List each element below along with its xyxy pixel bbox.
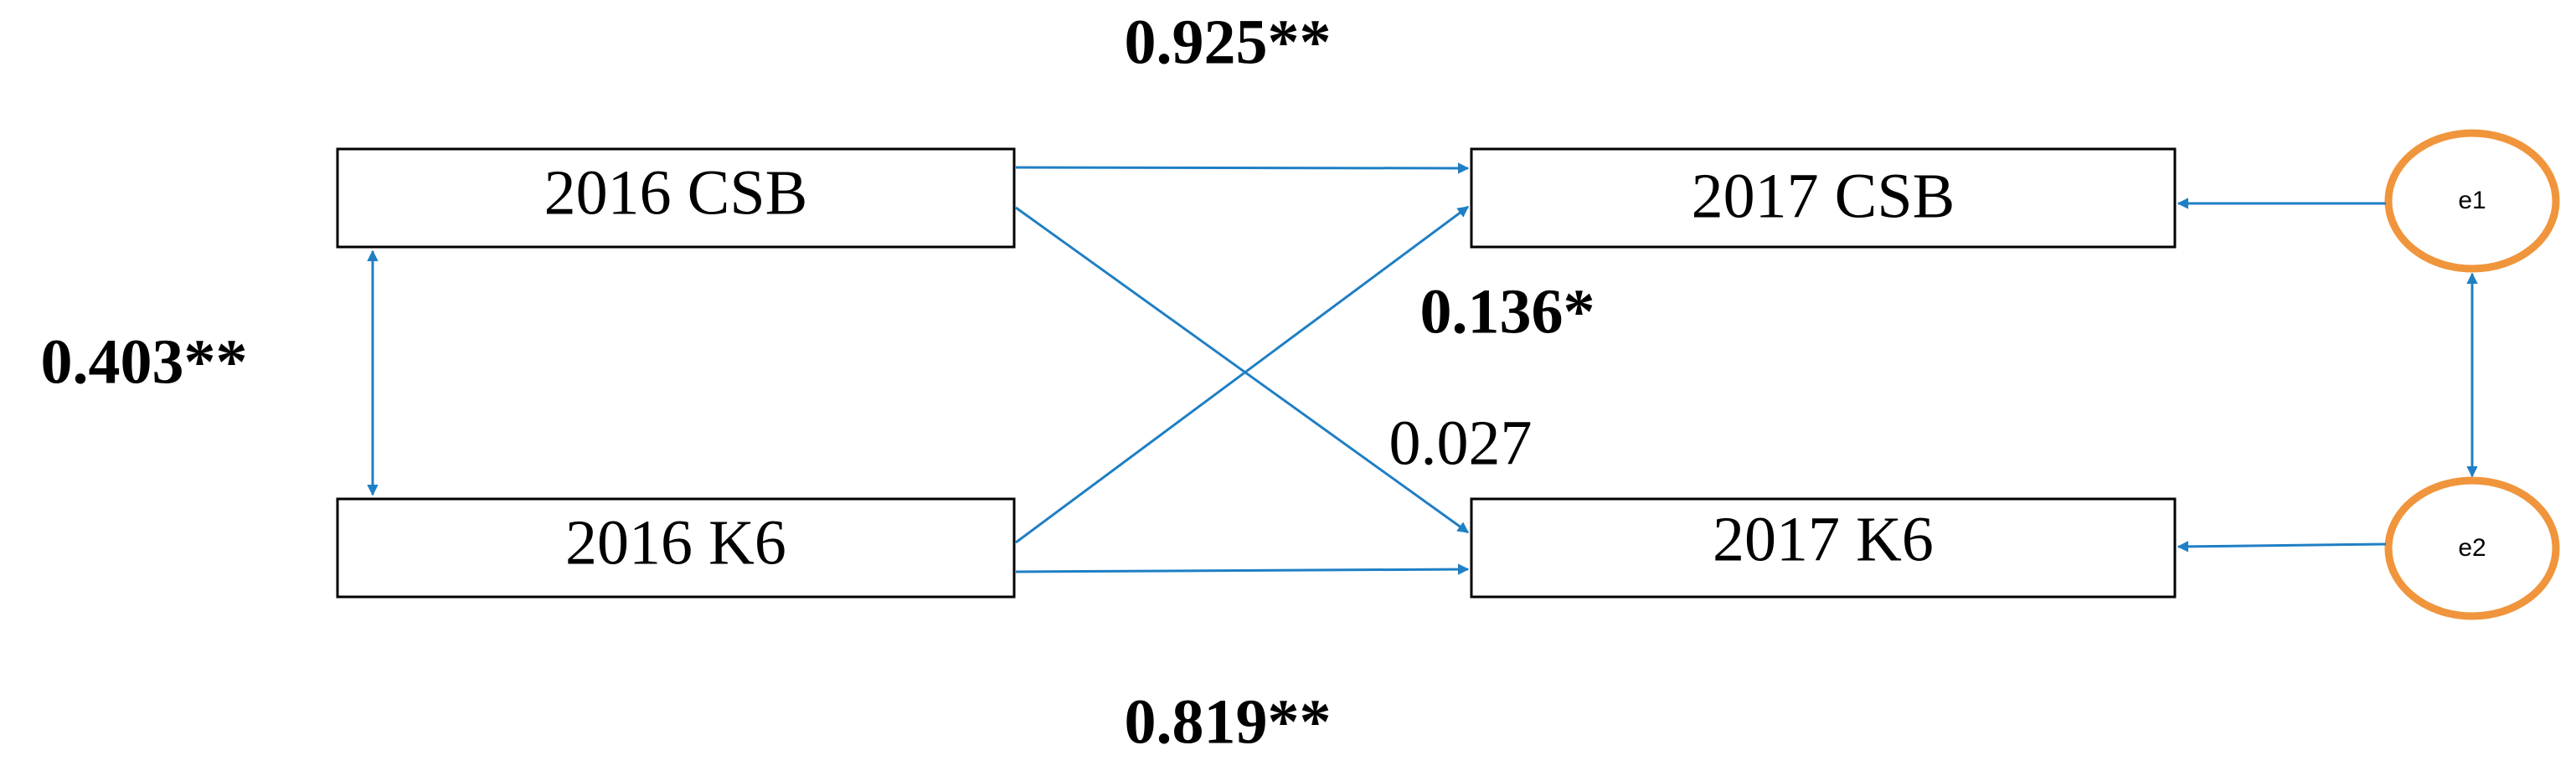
node-2016-csb-label: 2016 CSB: [544, 157, 808, 228]
arrow-e2-to-2017k6: [2177, 541, 2387, 553]
node-2017-csb: 2017 CSB: [1470, 147, 2177, 249]
coef-k6-to-csb: 0.136*: [1420, 276, 1595, 347]
coef-csb-to-k6: 0.027: [1389, 408, 1533, 478]
node-2016-k6: 2016 K6: [336, 497, 1016, 599]
error-e2: e2: [2384, 476, 2560, 620]
coef-csb-to-csb: 0.925**: [1125, 7, 1332, 77]
node-2017-csb-label: 2017 CSB: [1692, 161, 1955, 231]
node-2017-k6: 2017 K6: [1470, 497, 2177, 599]
error-e1-label: e1: [2458, 187, 2486, 214]
arrow-2016k6-to-2017k6: [1015, 563, 1470, 575]
arrow-2016csb-to-2017k6: [1015, 206, 1470, 534]
node-2016-k6-label: 2016 K6: [565, 507, 786, 578]
arrow-2016k6-to-2017csb: [1015, 205, 1470, 544]
arrow-2016csb-to-2017csb: [1015, 162, 1470, 174]
coef-k6-to-k6: 0.819**: [1125, 686, 1332, 757]
coef-covariance-2016: 0.403**: [41, 326, 248, 397]
error-e1: e1: [2384, 129, 2560, 273]
node-2016-csb: 2016 CSB: [336, 147, 1016, 249]
error-e2-label: e2: [2458, 534, 2486, 562]
node-2017-k6-label: 2017 K6: [1713, 504, 1934, 574]
